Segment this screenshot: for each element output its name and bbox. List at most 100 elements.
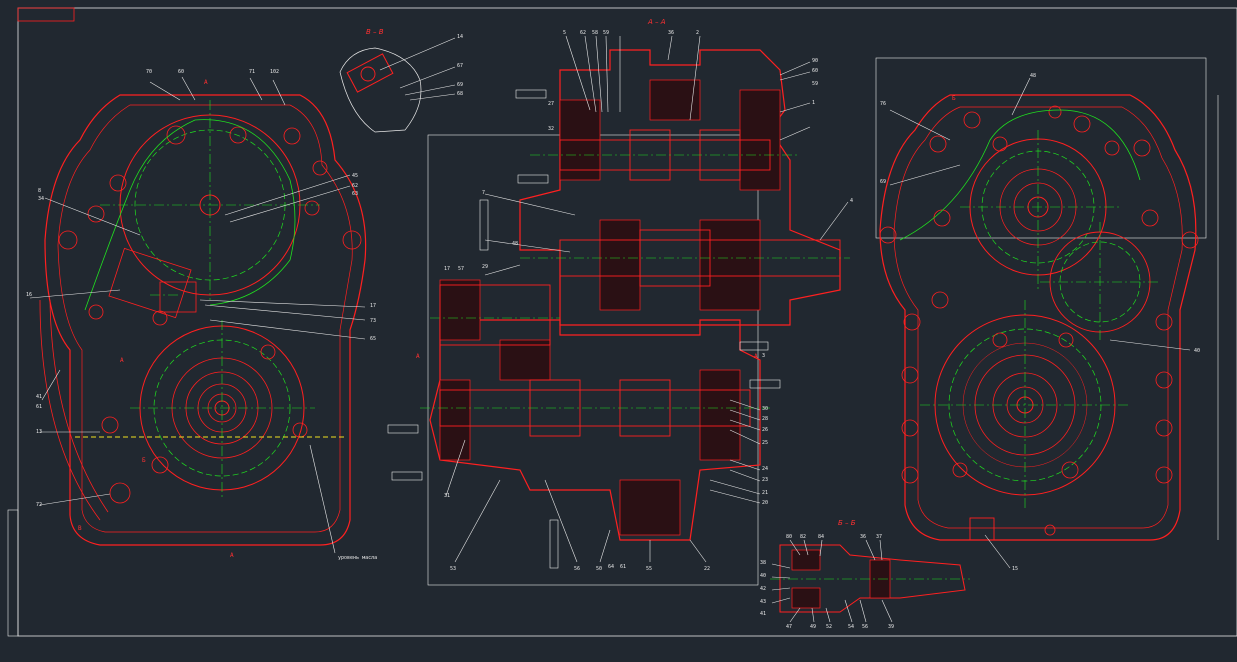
left-cut-mark-a-mid: А [120, 357, 124, 364]
aa-callout-31: 55 [646, 566, 652, 572]
detail-bb-leaders [771, 539, 893, 623]
aa-callout-5: 36 [668, 30, 674, 36]
aa-callout-29: 56 [574, 566, 580, 572]
left-callout-12: 65 [370, 336, 376, 342]
left-callout-7: 62 [352, 183, 358, 189]
aa-callout-8: 59 [812, 81, 818, 87]
right-drain-plug [969, 517, 995, 541]
left-centerlines [100, 100, 320, 500]
left-margin-strip [7, 509, 19, 637]
sheet-border [17, 7, 1237, 637]
bb-callout-14: 39 [888, 624, 894, 630]
left-valve-block [108, 247, 197, 319]
bb-callout-2: 84 [818, 534, 824, 540]
aa-callout-13: 26 [762, 427, 768, 433]
aa-callout-26: 17 [444, 266, 450, 272]
bb-callout-7: 42 [760, 586, 766, 592]
right-callout-1: 76 [880, 101, 886, 107]
detail-bb-outline [779, 544, 966, 613]
lower-housing-hatch [439, 279, 741, 536]
left-callout-2: 71 [249, 69, 255, 75]
detail-vv-callout-2: 69 [457, 82, 463, 88]
left-callout-5: 34 [38, 196, 44, 202]
bb-callout-13: 56 [862, 624, 868, 630]
aa-cut-mark-left: А [416, 353, 420, 360]
right-callout-3: 40 [1194, 348, 1200, 354]
right-oil-channel [899, 109, 1141, 241]
bb-callout-1: 82 [800, 534, 806, 540]
upper-housing-hatch [559, 79, 781, 311]
section-aa-title: А – А [647, 18, 666, 26]
left-cut-mark-a-top: А [204, 79, 208, 86]
left-oil-channel [84, 119, 296, 311]
aa-callout-4: 2 [696, 30, 699, 36]
aa-callout-34: 61 [620, 564, 626, 570]
left-oil-pipe [39, 299, 109, 521]
aa-callout-18: 20 [762, 500, 768, 506]
detail-vv-outline [339, 47, 422, 133]
bb-callout-8: 43 [760, 599, 766, 605]
left-cut-mark-v: В [78, 525, 82, 532]
aa-callout-1: 62 [580, 30, 586, 36]
left-housing-outline [44, 94, 367, 546]
detail-vv-leaders [379, 37, 456, 101]
left-callout-9: 16 [26, 292, 32, 298]
left-cut-mark-b: Б [142, 457, 146, 464]
detail-vv: В – В 14 67 69 68 [339, 28, 463, 133]
detail-vv-part [346, 53, 394, 93]
aa-callout-22: 29 [482, 264, 488, 270]
upper-housing-outline [519, 49, 841, 326]
aa-callout-20: 7 [482, 190, 485, 196]
aa-callout-19: 3 [762, 353, 765, 359]
left-housing-inner [57, 104, 353, 533]
bb-callout-4: 37 [876, 534, 882, 540]
left-callout-14: 13 [36, 429, 42, 435]
aa-callout-12: 28 [762, 416, 768, 422]
left-cut-mark-a-bottom: А [230, 552, 234, 559]
aa-callout-23: 31 [444, 493, 450, 499]
aa-callout-14: 25 [762, 440, 768, 446]
right-bolt-holes [879, 105, 1199, 536]
aa-callout-10: 4 [850, 198, 853, 204]
right-cut-mark: Б [952, 95, 956, 102]
right-housing-inner [893, 106, 1183, 529]
bb-callout-5: 38 [760, 560, 766, 566]
left-callout-3: 102 [270, 69, 279, 75]
left-callout-0: 70 [146, 69, 152, 75]
detail-vv-callout-3: 68 [457, 91, 463, 97]
aa-callout-28: 53 [450, 566, 456, 572]
left-callout-11: 73 [370, 318, 376, 324]
aa-callout-25: 32 [548, 126, 554, 132]
right-leader-lines [889, 77, 1191, 569]
section-aa: А – А [387, 18, 853, 586]
left-callout-1: 60 [178, 69, 184, 75]
left-callout-4: 8 [38, 188, 41, 194]
aa-callout-3: 59 [603, 30, 609, 36]
left-callout-8: 63 [352, 191, 358, 197]
right-dim-frame [875, 57, 1207, 239]
aa-callout-9: 1 [812, 100, 815, 106]
aa-callout-30: 50 [596, 566, 602, 572]
left-leader-lines [29, 76, 366, 554]
bb-callout-9: 47 [786, 624, 792, 630]
bb-callout-10: 49 [810, 624, 816, 630]
detail-vv-callout-1: 67 [457, 63, 463, 69]
left-housing-view: 70 60 71 102 8 34 45 62 63 16 17 73 65 4… [26, 69, 377, 561]
right-callout-0: 48 [1030, 73, 1036, 79]
bb-callout-0: 80 [786, 534, 792, 540]
right-housing-outline [879, 94, 1197, 541]
left-callout-6: 45 [352, 173, 358, 179]
detail-vv-ball [360, 66, 376, 82]
right-housing-view: 48 76 69 40 15 Б [875, 57, 1219, 572]
detail-vv-callout-0: 14 [457, 34, 463, 40]
aa-callout-0: 5 [563, 30, 566, 36]
left-bolt-holes [58, 125, 362, 504]
aa-callout-2: 58 [592, 30, 598, 36]
aa-callout-6: 90 [812, 58, 818, 64]
bb-callout-11: 52 [826, 624, 832, 630]
section-aa-dim-frame [427, 134, 759, 586]
title-stamp [17, 7, 75, 22]
aa-callout-32: 22 [704, 566, 710, 572]
left-flange-block [439, 284, 551, 346]
